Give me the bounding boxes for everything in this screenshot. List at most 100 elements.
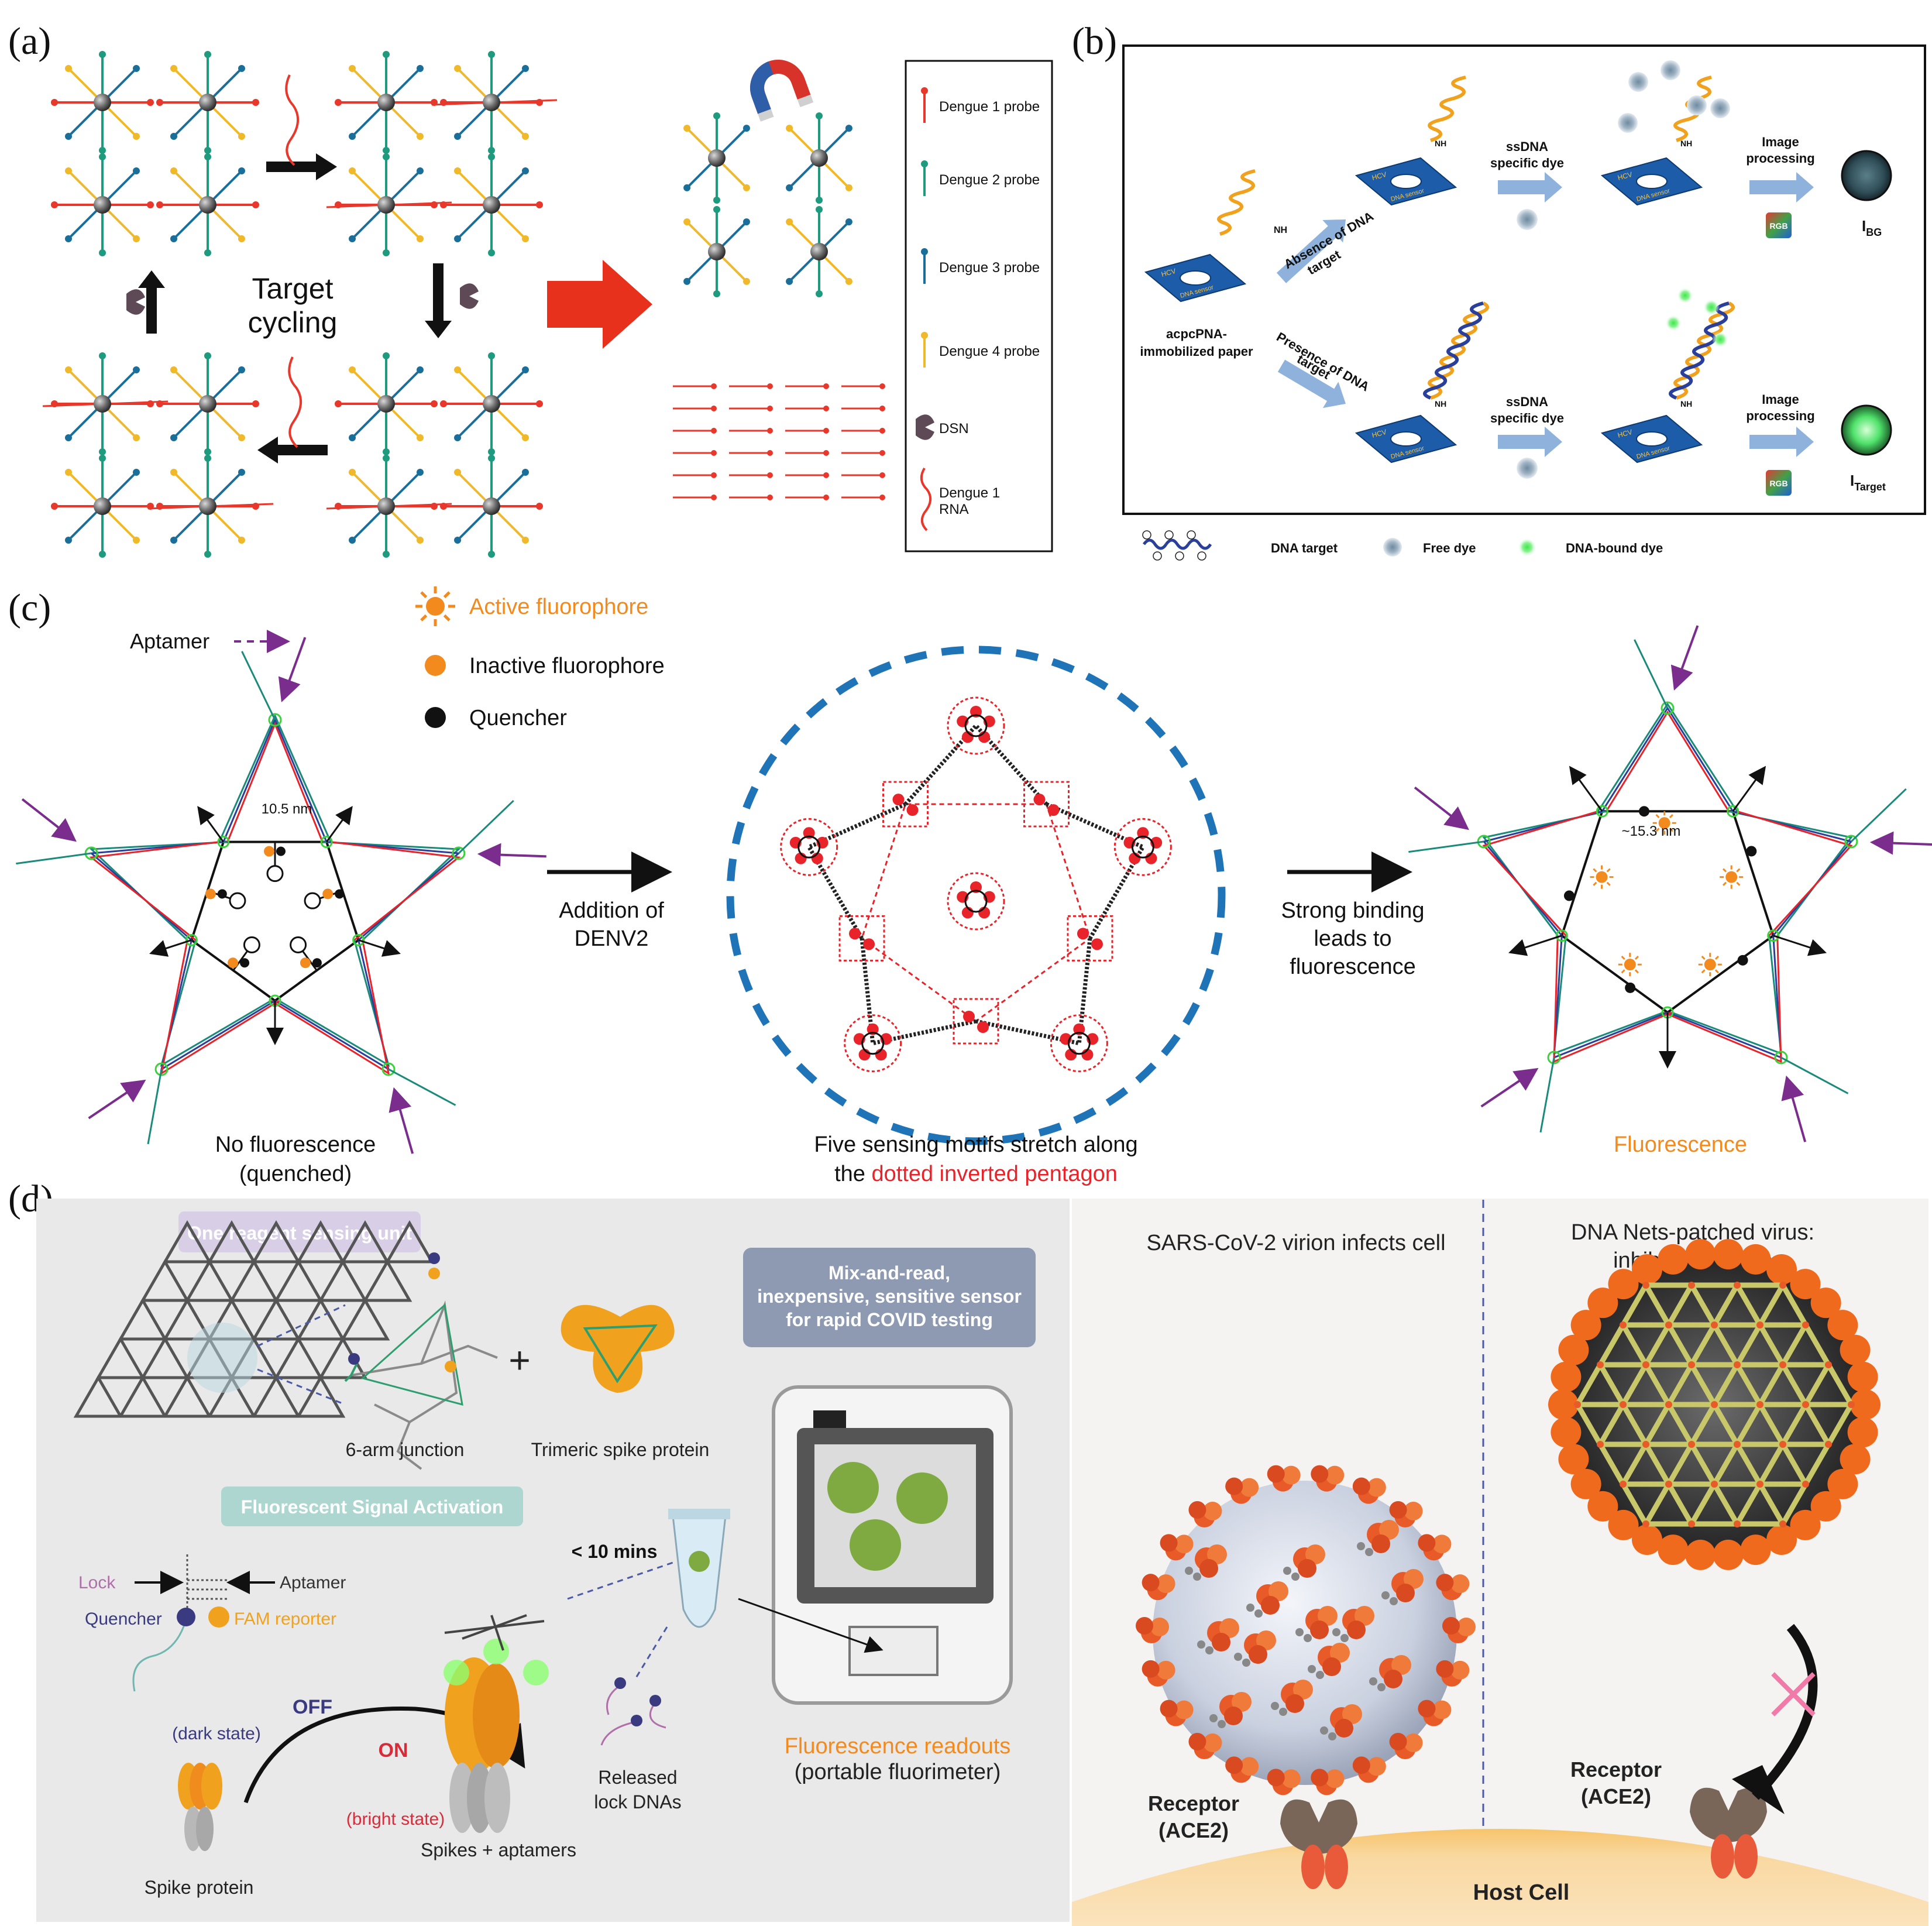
probe-end-dot: [238, 65, 245, 73]
inactive-fluorophore-dot: [205, 888, 216, 900]
net-strut: [1780, 1482, 1808, 1526]
aptamer-label: Aptamer: [130, 629, 209, 653]
probe-end-dot: [816, 290, 823, 297]
cycle-arrows: [126, 74, 479, 464]
net-node: [1802, 1401, 1809, 1408]
probe-end-dot: [170, 235, 178, 242]
net-strut: [1689, 1403, 1717, 1446]
net-node: [1711, 1481, 1718, 1488]
probe-cluster: [683, 112, 750, 204]
svg-text:RGB: RGB: [1769, 221, 1787, 231]
net-node: [1642, 1282, 1649, 1289]
net-strut: [1758, 1323, 1785, 1367]
magnet-icon: [750, 60, 814, 122]
probe-end-dot: [454, 167, 462, 175]
probe-end-dot: [51, 99, 58, 106]
net-node: [1802, 1321, 1809, 1328]
lattice-triangle: [251, 1297, 301, 1341]
probe-end-dot: [454, 536, 462, 544]
step2-line2: leads to: [1314, 926, 1391, 951]
bead-icon: [199, 94, 216, 111]
dna-edge: [1482, 810, 1607, 936]
probe-end-dot: [416, 366, 424, 374]
mix-read-line1: Mix-and-read,: [829, 1262, 950, 1283]
probe-end-dot: [170, 469, 178, 476]
probe-end-dot: [488, 551, 495, 558]
lattice-triangle: [118, 1374, 168, 1418]
probe-end-dot: [713, 112, 720, 119]
dna-edge: [1601, 706, 1734, 812]
surface-spike: [1295, 1606, 1338, 1642]
spike-protein-cluster: [1418, 1534, 1452, 1561]
released-strand-arrow: [1732, 765, 1766, 812]
legend-item: Dengue 4 probe: [921, 332, 1040, 368]
probe-end-dot: [454, 132, 462, 140]
dna-target-icon: [1142, 538, 1168, 550]
probe-end-dot: [238, 536, 245, 544]
probe-end-dot: [454, 434, 462, 441]
quencher-dot: [1625, 982, 1636, 993]
process-arrow-icon: [1277, 359, 1346, 408]
net-strut: [1621, 1403, 1648, 1446]
fluorescent-star-structure: [1408, 625, 1932, 1142]
motif-dot: [1033, 794, 1046, 806]
lattice-triangle: [295, 1220, 346, 1264]
legend-item: Dengue 3 probe: [921, 248, 1040, 284]
free-probe-end: [823, 495, 829, 500]
panel-a-legend-box: [905, 60, 1053, 552]
net-strut: [1621, 1283, 1648, 1327]
surface-spike: [1320, 1704, 1362, 1740]
net-strut: [1780, 1283, 1808, 1327]
motif-linker: [903, 722, 1048, 806]
spike-protein-cluster: [1136, 1617, 1169, 1643]
epitope-dot: [1073, 1023, 1085, 1035]
net-strut: [1689, 1363, 1717, 1406]
released-strand-arrow: [1773, 935, 1827, 956]
spike-protein-cluster: [1142, 1660, 1175, 1687]
net-node: [1642, 1441, 1649, 1448]
spike-protein-cluster: [1225, 1756, 1259, 1783]
probe-cluster: [786, 112, 852, 204]
bead-icon: [94, 395, 111, 413]
i-bg-label: IBG: [1862, 217, 1882, 238]
net-node: [1756, 1321, 1763, 1328]
epitope-dot: [970, 706, 982, 717]
aptamer-arrow: [1670, 625, 1699, 691]
bound-spike: [1840, 1444, 1871, 1475]
probe-cluster: [156, 352, 259, 455]
bound-spike: [1558, 1334, 1589, 1365]
probe-cluster: [156, 153, 259, 256]
strand-arrow: [197, 806, 225, 843]
probe-end-dot: [238, 167, 245, 175]
net-strut: [1735, 1323, 1762, 1367]
probe-end-dot: [252, 201, 259, 208]
junction-ring: [1774, 1050, 1788, 1065]
off-label: OFF: [293, 1696, 332, 1718]
bound-spike: [1713, 1539, 1744, 1570]
probe-end-dot: [742, 218, 750, 226]
captured-clusters: [683, 112, 852, 297]
plus-sign: +: [508, 1339, 530, 1381]
lattice-triangle: [295, 1374, 346, 1418]
probe-end-dot: [147, 201, 154, 208]
probe-end-dot: [521, 434, 529, 441]
i-target-label: ITarget: [1850, 472, 1886, 493]
net-strut: [1758, 1283, 1785, 1327]
sensing-motif-box: [882, 781, 929, 828]
probe-end-dot: [521, 65, 529, 73]
legend-item: Active fluorophore: [415, 586, 648, 626]
probe-cluster: [786, 206, 852, 297]
spikes-aptamers-label: Spikes + aptamers: [421, 1839, 576, 1860]
probe-clusters: [42, 51, 558, 558]
signal-activation-badge: [221, 1486, 523, 1526]
spike-protein-cluster: [1188, 1733, 1222, 1760]
probe-end-dot: [349, 434, 356, 441]
junction-ring: [217, 836, 230, 849]
inner-pentagon: [1560, 810, 1775, 1014]
lattice-triangle: [95, 1336, 146, 1379]
bound-dye-icon: [1518, 538, 1536, 557]
probe-end-dot: [416, 132, 424, 140]
junction-ring: [1547, 1050, 1561, 1065]
